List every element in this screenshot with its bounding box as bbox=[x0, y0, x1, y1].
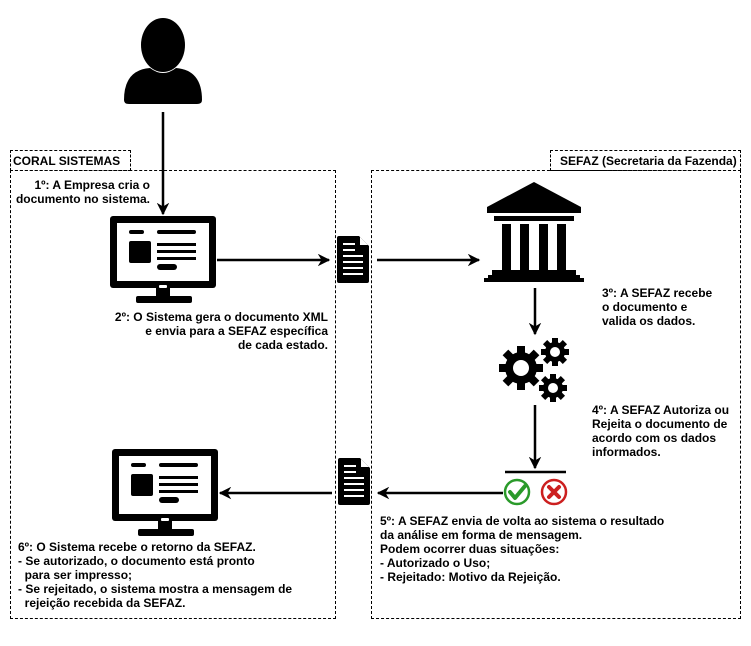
coral-sistemas-group bbox=[10, 170, 336, 619]
step-4-text: 4º: A SEFAZ Autoriza ou Rejeita o docume… bbox=[592, 403, 730, 459]
step-3-text: 3º: A SEFAZ recebe o documento e valida … bbox=[602, 286, 713, 328]
sefaz-title: SEFAZ (Secretaria da Fazenda) bbox=[560, 154, 737, 168]
coral-sistemas-title: CORAL SISTEMAS bbox=[13, 154, 121, 168]
document-out-icon bbox=[337, 236, 369, 283]
step-2-text: 2º: O Sistema gera o documento XML e env… bbox=[114, 310, 328, 352]
gears-icon bbox=[499, 338, 569, 402]
check-icon bbox=[503, 478, 531, 506]
step-6-text: 6º: O Sistema recebe o retorno da SEFAZ.… bbox=[18, 540, 293, 610]
computer-monitor-icon bbox=[110, 216, 216, 303]
computer-receive-icon bbox=[112, 449, 218, 536]
x-icon bbox=[540, 478, 568, 506]
user-icon bbox=[124, 18, 202, 104]
government-building-icon bbox=[484, 182, 584, 282]
sefaz-group bbox=[371, 170, 741, 619]
step-5-text: 5º: A SEFAZ envia de volta ao sistema o … bbox=[380, 514, 665, 584]
step-1-text: 1º: A Empresa cria o documento no sistem… bbox=[15, 178, 150, 206]
document-back-icon bbox=[338, 458, 370, 505]
